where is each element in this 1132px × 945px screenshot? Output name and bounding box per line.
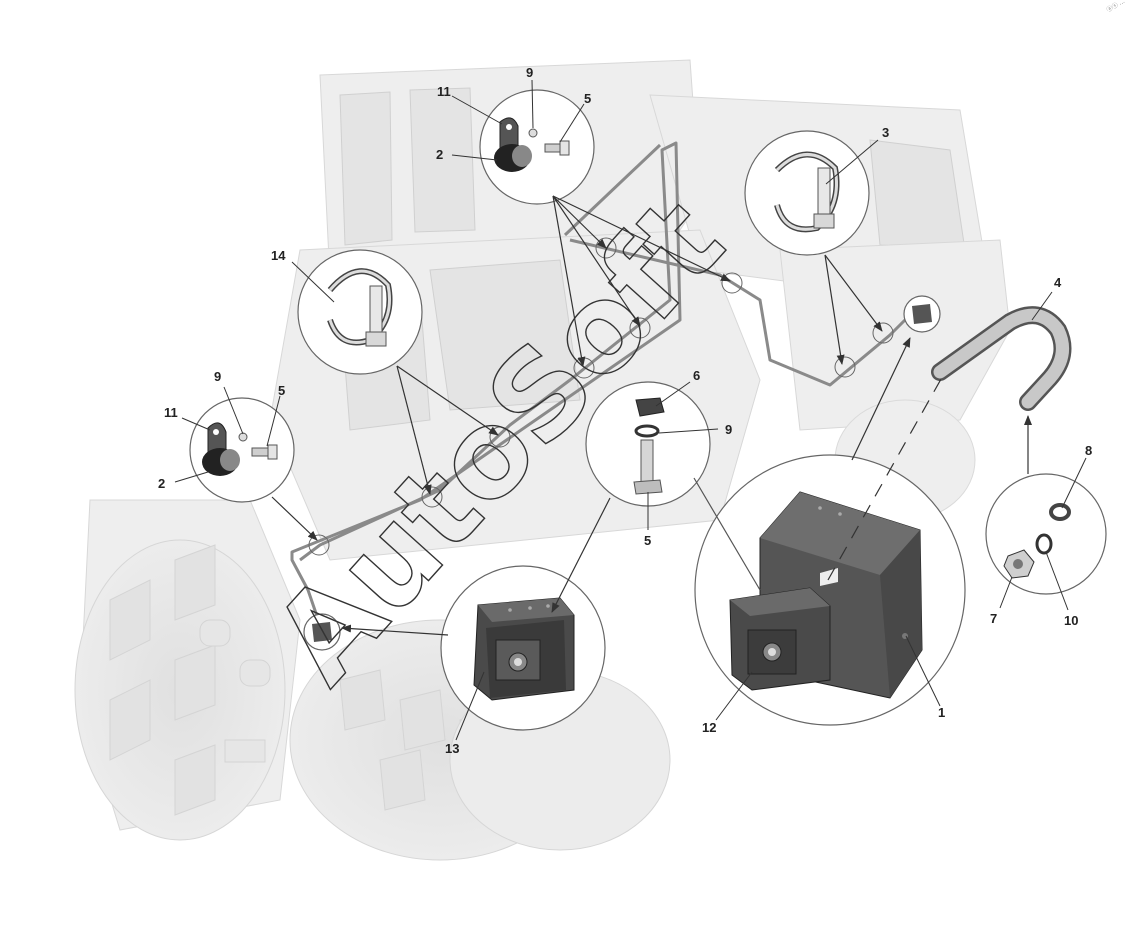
label-7: 7 <box>990 611 997 626</box>
label-9-left: 9 <box>214 369 221 384</box>
label-3: 3 <box>882 125 889 140</box>
callout-clamp-top <box>479 89 595 205</box>
label-5-bolt: 5 <box>644 533 651 548</box>
callout-nut-washers <box>985 473 1107 595</box>
label-11-top: 11 <box>437 84 451 99</box>
label-1: 1 <box>938 705 945 720</box>
label-4: 4 <box>1054 275 1062 290</box>
harness-connector-right <box>903 295 941 333</box>
label-12: 12 <box>702 720 716 735</box>
label-8: 8 <box>1085 443 1092 458</box>
wiring-harness <box>290 141 917 626</box>
part-labels: 11 9 5 2 3 14 4 9 5 11 2 6 9 5 8 7 10 13… <box>158 65 1092 756</box>
u-pipe-part-4 <box>931 306 1072 411</box>
label-6: 6 <box>693 368 700 383</box>
harness-clip-points <box>308 237 894 556</box>
label-2-top: 2 <box>436 147 443 162</box>
label-5-top: 5 <box>584 91 591 106</box>
leader-lines <box>174 79 1087 741</box>
callout-cable-tie-3 <box>744 130 870 256</box>
label-10: 10 <box>1064 613 1078 628</box>
label-9-top: 9 <box>526 65 533 80</box>
label-2-left: 2 <box>158 476 165 491</box>
label-13: 13 <box>445 741 459 756</box>
label-11-left: 11 <box>164 405 178 420</box>
label-5-left: 5 <box>278 383 285 398</box>
label-14: 14 <box>271 248 286 263</box>
callout-cable-tie-14 <box>297 249 423 375</box>
label-9-bolt: 9 <box>725 422 732 437</box>
harness-connector-left <box>303 613 341 651</box>
callout-box-1 <box>694 454 966 726</box>
corner-mark: ⓐⓢ ... <box>1105 0 1126 14</box>
callout-bolt-assembly <box>585 381 711 507</box>
callout-relay-13 <box>440 565 606 731</box>
callout-clamp-left <box>189 397 295 503</box>
